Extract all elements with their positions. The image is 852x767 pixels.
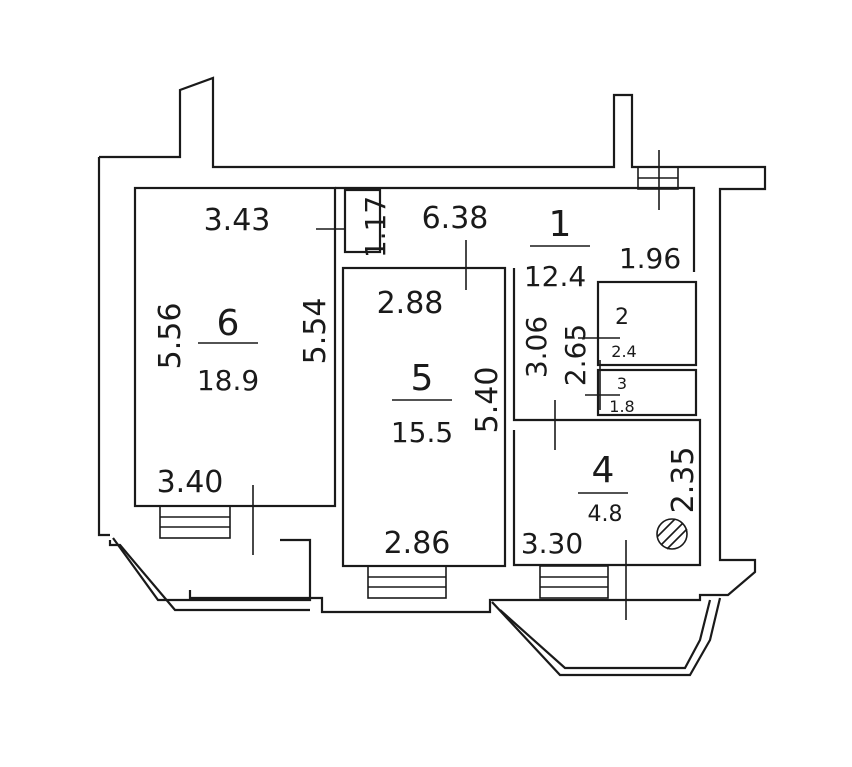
dimension-lines [252, 150, 660, 620]
ventilation-shaft-icon [656, 518, 688, 550]
dim-1-96: 1.96 [619, 242, 681, 275]
dim-5-56: 5.56 [153, 303, 188, 370]
room-6: 6 18.9 [197, 303, 259, 397]
room-4: 4 4.8 [578, 450, 628, 527]
dim-2-35: 2.35 [666, 447, 701, 514]
room-3-area: 1.8 [609, 397, 634, 416]
interior-walls [112, 186, 722, 677]
dim-2-88: 2.88 [377, 286, 444, 321]
windows [159, 166, 679, 599]
room-4-area: 4.8 [588, 502, 623, 527]
room-2-area: 2.4 [611, 342, 636, 361]
outer-walls [97, 76, 767, 614]
room-2-number: 2 [615, 305, 629, 330]
room-5-number: 5 [411, 358, 434, 399]
dim-2-65: 2.65 [559, 324, 592, 386]
dim-5-54: 5.54 [298, 298, 333, 365]
dim-3-06: 3.06 [520, 316, 553, 378]
dim-2-86: 2.86 [384, 526, 451, 561]
room-1-area: 12.4 [524, 260, 586, 293]
room-6-number: 6 [217, 303, 240, 344]
room-3-number: 3 [617, 374, 627, 393]
room-5-area: 15.5 [391, 416, 453, 449]
dim-3-43: 3.43 [204, 203, 271, 238]
room-4-number: 4 [592, 450, 615, 491]
dim-1-17: 1.17 [359, 196, 392, 258]
dim-3-30: 3.30 [521, 527, 583, 560]
room-6-area: 18.9 [197, 364, 259, 397]
room-2: 2 2.4 [611, 305, 636, 361]
room-5: 5 15.5 [391, 358, 453, 449]
dim-5-40: 5.40 [470, 367, 505, 434]
dim-3-40: 3.40 [157, 465, 224, 500]
dimension-labels: 3.43 6.38 1.96 2.88 3.40 2.86 3.30 1.17 … [153, 196, 701, 561]
room-3: 3 1.8 [609, 374, 634, 416]
room-1-number: 1 [549, 204, 572, 245]
dim-6-38: 6.38 [422, 201, 489, 236]
room-1: 1 12.4 [524, 204, 590, 293]
